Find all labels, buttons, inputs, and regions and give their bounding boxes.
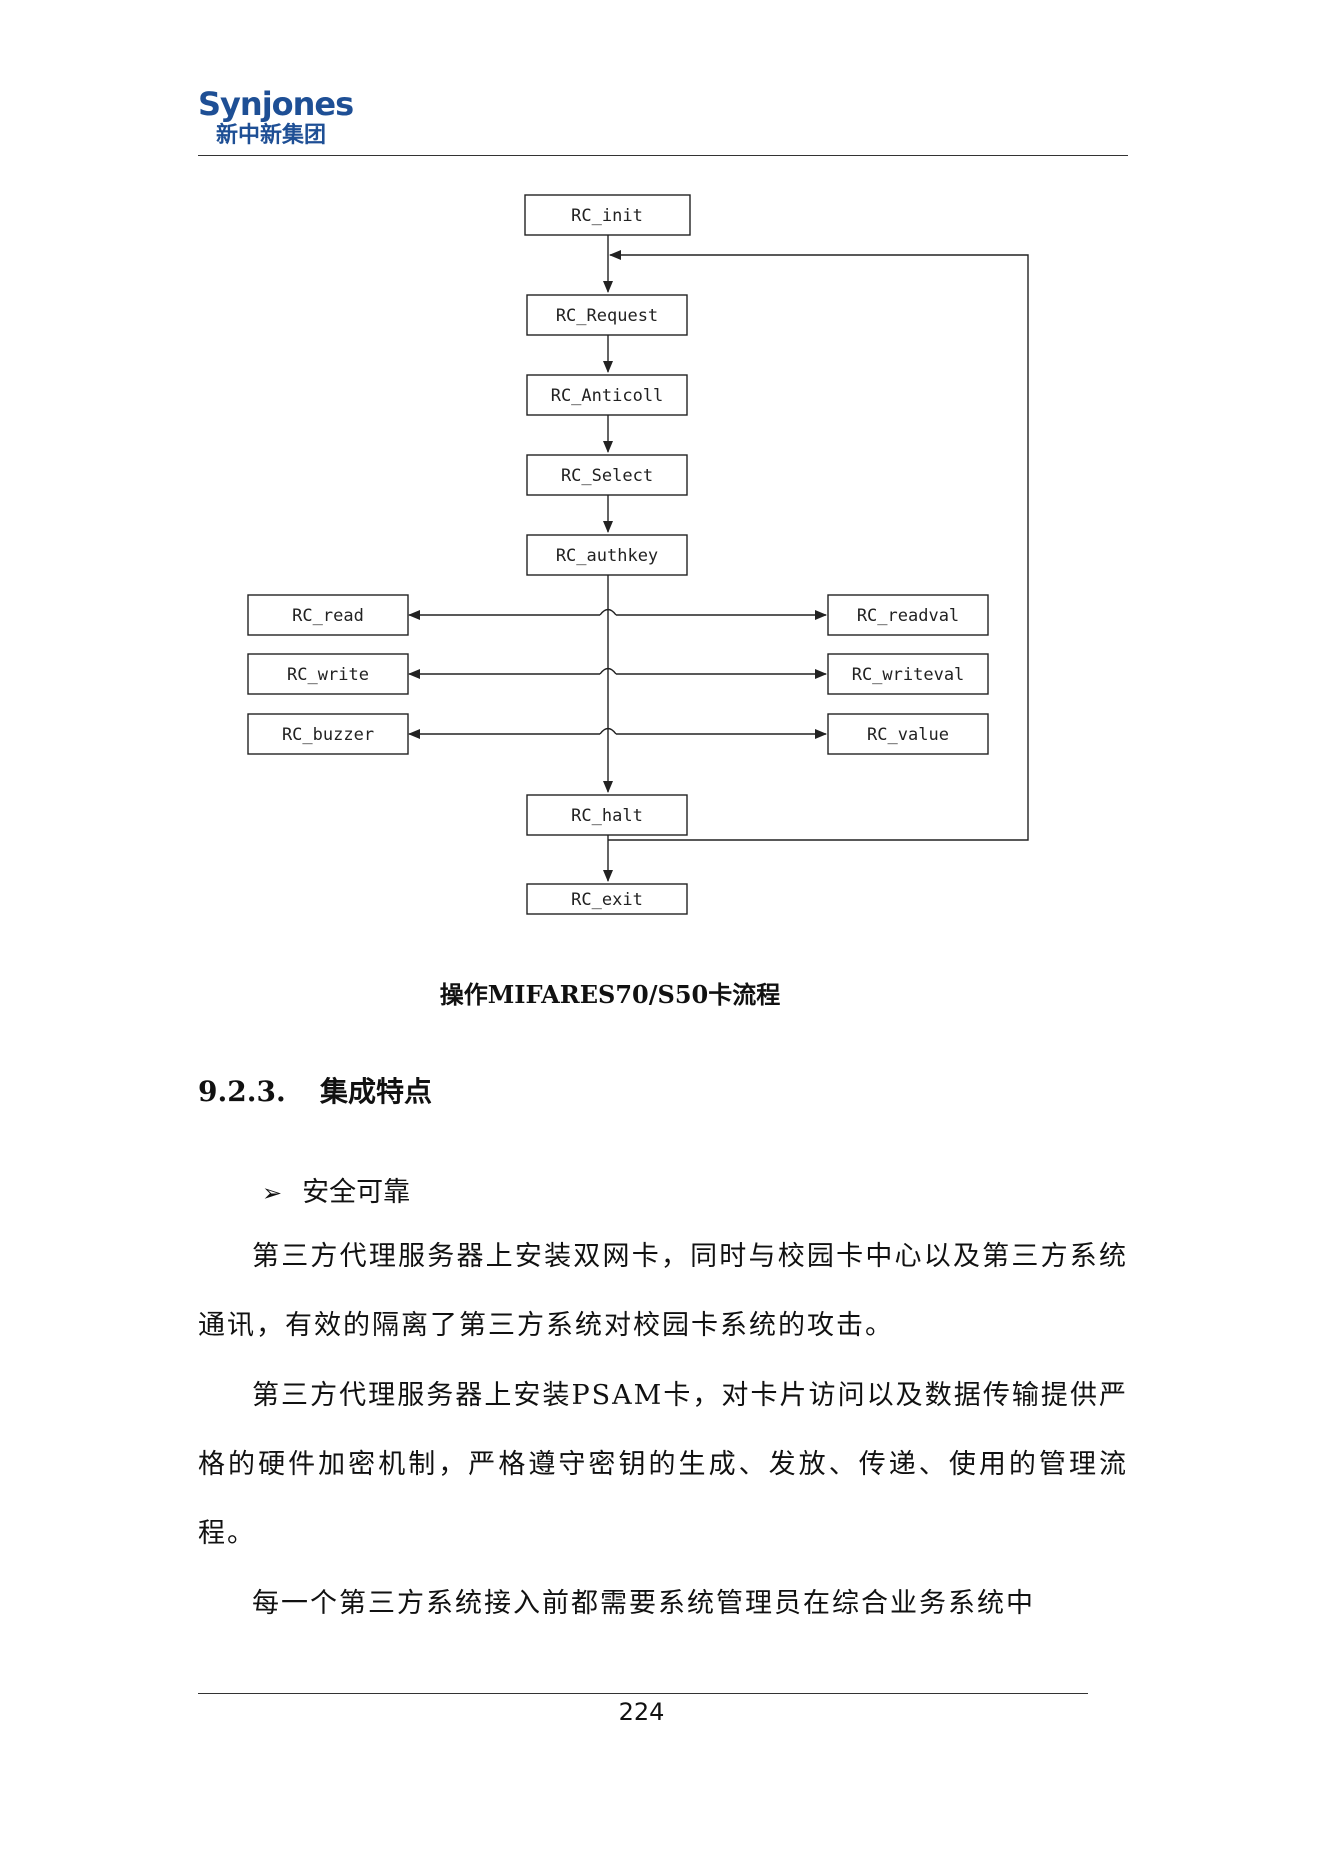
footer-divider [198,1693,1088,1694]
flowchart: RC_init RC_Request RC_Anticoll RC_Select… [247,194,1029,915]
svg-text:RC_write: RC_write [287,665,369,685]
bullet-item: ➢ 安全可靠 [262,1170,410,1209]
svg-text:RC_Anticoll: RC_Anticoll [551,386,664,406]
header-divider [198,155,1128,156]
paragraph: 第三方代理服务器上安装双网卡，同时与校园卡中心以及第三方系统通讯，有效的隔离了第… [198,1241,1128,1341]
hump-read [599,608,617,616]
svg-text:RC_readval: RC_readval [857,606,959,626]
page-number: 224 [618,1698,665,1726]
svg-text:RC_buzzer: RC_buzzer [282,725,374,745]
node-rc-buzzer: RC_buzzer [247,713,409,755]
svg-text:RC_init: RC_init [571,206,643,226]
svg-text:RC_halt: RC_halt [571,806,643,826]
svg-text:RC_exit: RC_exit [571,890,643,910]
node-rc-write: RC_write [247,653,409,695]
section-heading: 9.2.3. 集成特点 [198,1070,432,1110]
node-rc-value: RC_value [827,713,989,755]
paragraph: 第三方代理服务器上安装PSAM卡，对卡片访问以及数据传输提供严格的硬件加密机制，… [198,1380,1128,1549]
edge-loop-back [608,250,1029,841]
svg-text:RC_read: RC_read [292,606,364,626]
section-title: 集成特点 [320,1075,433,1108]
node-rc-request: RC_Request [526,294,688,336]
figure-caption: 操作MIFARES70/S50卡流程 [439,980,781,1009]
bullet-arrow-icon: ➢ [262,1179,283,1207]
section-number: 9.2.3. [198,1075,286,1108]
bullet-text: 安全可靠 [302,1177,411,1208]
svg-text:RC_Request: RC_Request [556,306,658,326]
hump-write [599,667,617,675]
node-rc-exit: RC_exit [526,883,688,915]
hump-buzzer [599,727,617,735]
node-rc-readval: RC_readval [827,594,989,636]
node-rc-init: RC_init [524,194,691,236]
svg-text:RC_writeval: RC_writeval [852,665,965,685]
node-rc-anticoll: RC_Anticoll [526,374,688,416]
paragraph: 每一个第三方系统接入前都需要系统管理员在综合业务系统中 [252,1588,1035,1619]
svg-text:RC_value: RC_value [867,725,949,745]
svg-text:RC_Select: RC_Select [561,466,653,486]
node-rc-authkey: RC_authkey [526,534,688,576]
company-logo-text: Synjones [198,85,354,123]
node-rc-read: RC_read [247,594,409,636]
node-rc-writeval: RC_writeval [827,653,989,695]
company-logo-cn: 新中新集团 [216,123,327,148]
node-rc-select: RC_Select [526,454,688,496]
node-rc-halt: RC_halt [526,794,688,836]
svg-text:RC_authkey: RC_authkey [556,546,658,566]
